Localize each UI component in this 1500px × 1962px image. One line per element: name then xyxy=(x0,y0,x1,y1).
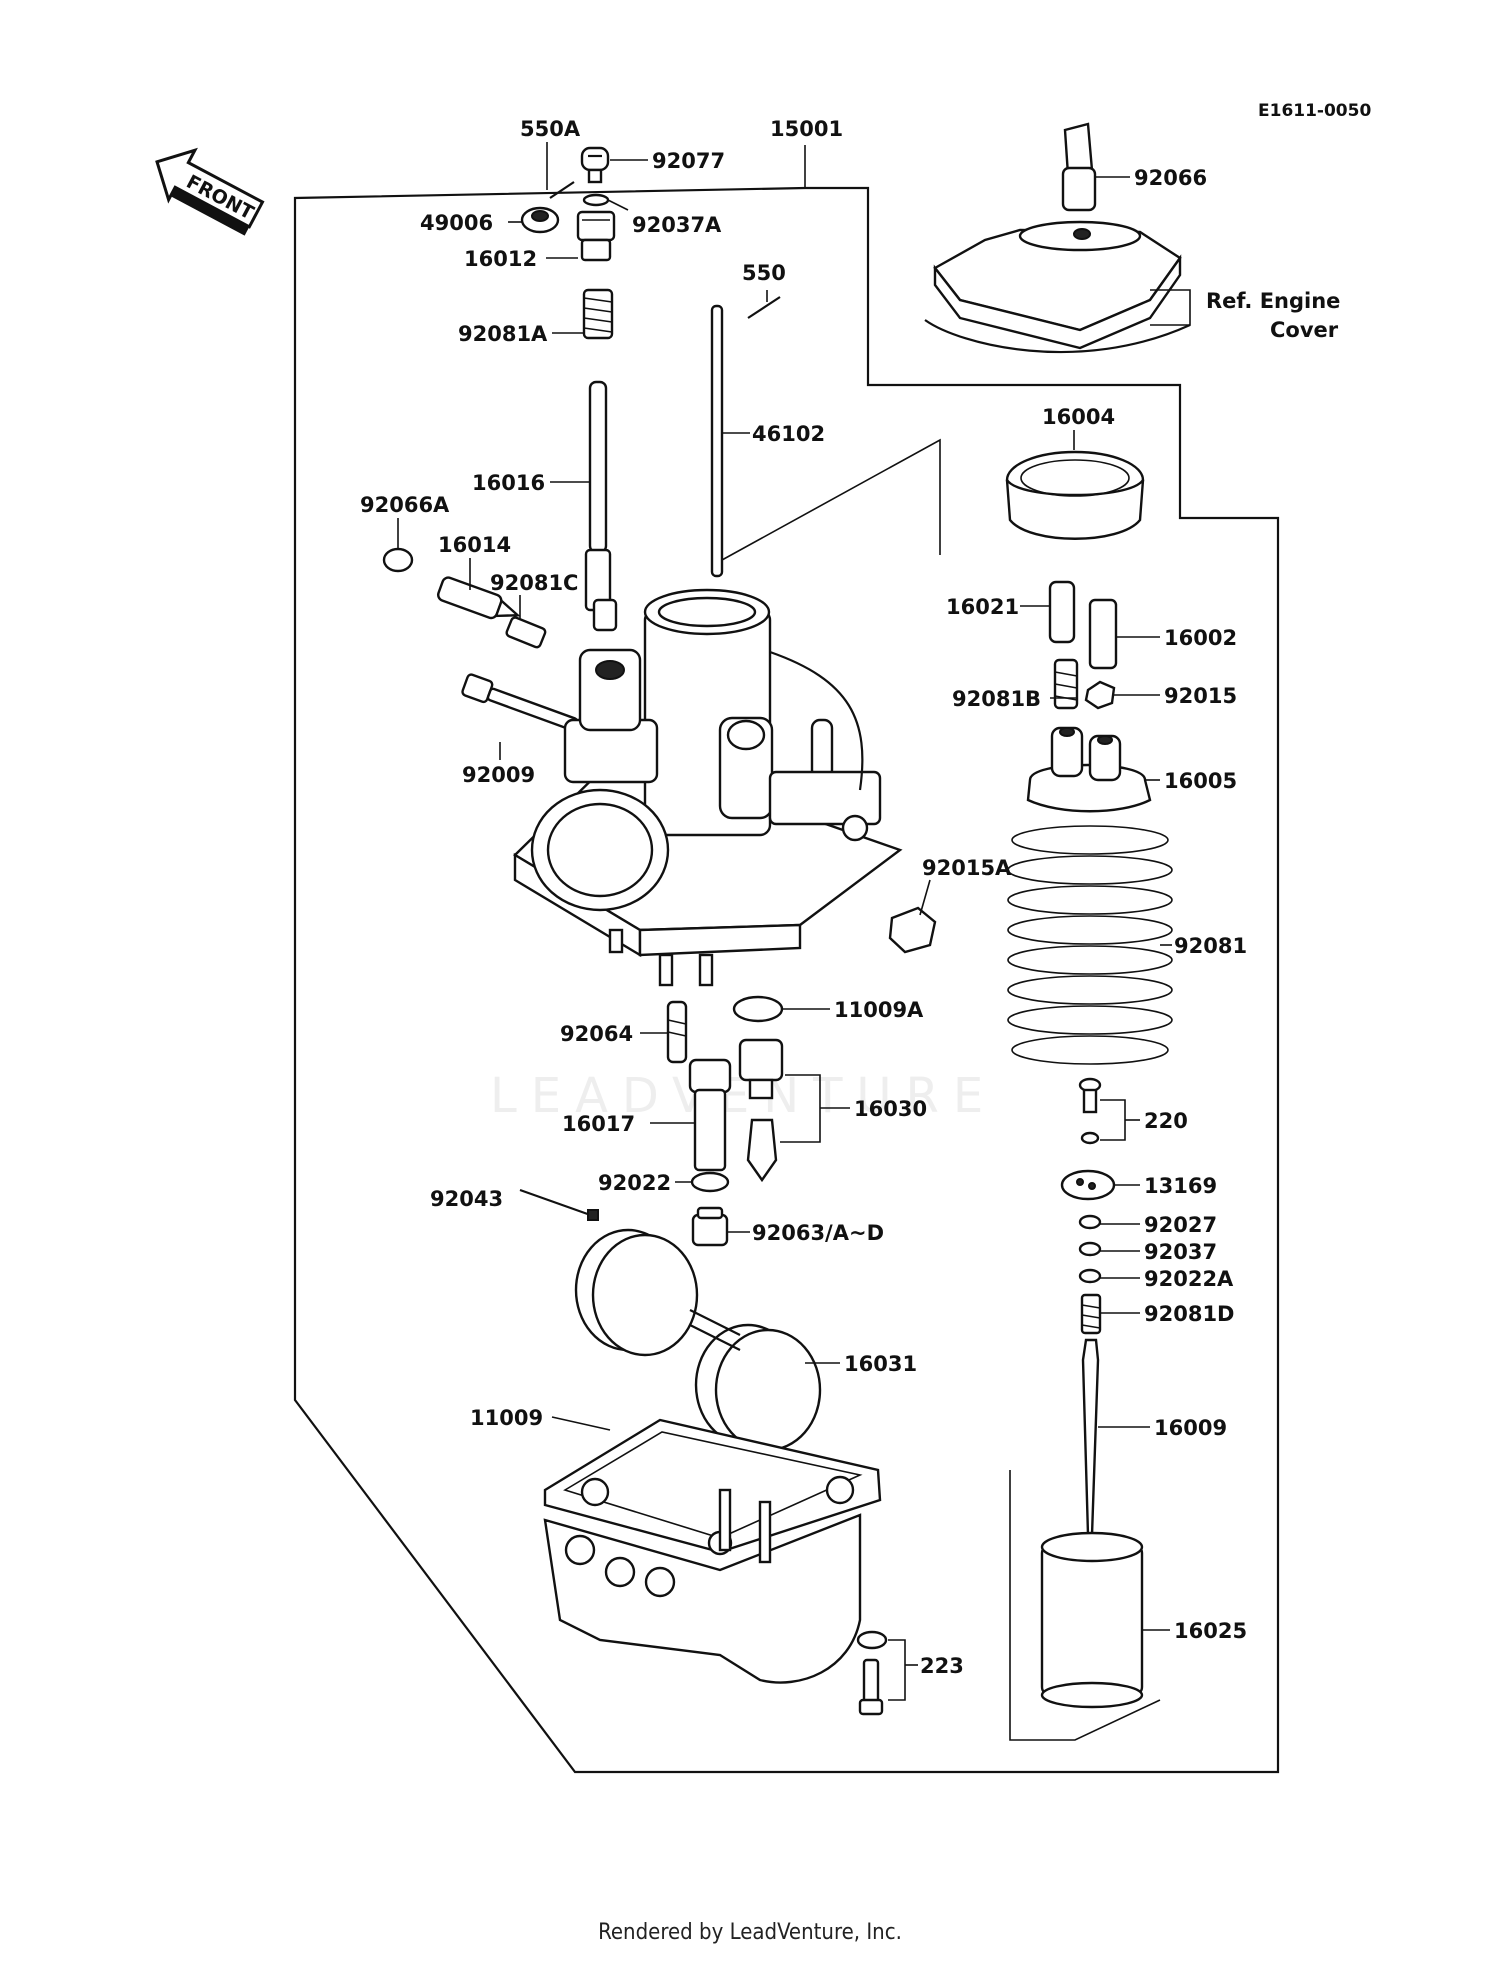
top-16005 xyxy=(1026,726,1152,813)
label-92064: 92064 xyxy=(560,1022,633,1046)
spring-92081 xyxy=(1007,825,1173,1065)
label-16021: 16021 xyxy=(946,595,1019,619)
label-92066A: 92066A xyxy=(360,493,450,517)
throttle-valve-16025 xyxy=(1040,1531,1144,1709)
main-jet-92063 xyxy=(691,1206,729,1247)
label-92081D: 92081D xyxy=(1144,1302,1235,1326)
label-16031: 16031 xyxy=(844,1352,917,1376)
washer-92027 xyxy=(1078,1214,1102,1230)
label-92063: 92063/A~D xyxy=(752,1221,884,1245)
label-92022A: 92022A xyxy=(1144,1267,1234,1291)
footer-credit: Rendered by LeadVenture, Inc. xyxy=(598,1920,902,1945)
o-ring-11009A xyxy=(732,995,784,1023)
ref-line-2: Cover xyxy=(1270,318,1339,342)
screw-16014 xyxy=(436,576,521,620)
pin-550A xyxy=(549,181,575,199)
cap-92066 xyxy=(1061,122,1097,212)
screw-92077 xyxy=(580,146,610,184)
spring-92081D xyxy=(1080,1293,1102,1335)
label-13169: 13169 xyxy=(1144,1174,1217,1198)
label-11009A: 11009A xyxy=(834,998,924,1022)
washer-92037 xyxy=(1078,1241,1102,1257)
label-92027: 92027 xyxy=(1144,1213,1217,1237)
engine-cover xyxy=(924,220,1191,354)
carburetor-body xyxy=(513,588,903,987)
screw-92009 xyxy=(461,673,579,732)
label-92077: 92077 xyxy=(652,149,725,173)
floats-16031 xyxy=(574,1228,822,1452)
ref-line-1: Ref. Engine xyxy=(1206,289,1340,313)
label-49006: 49006 xyxy=(420,211,493,235)
cap-92066A xyxy=(382,547,414,573)
plate-13169 xyxy=(1060,1169,1116,1201)
washer-92037A xyxy=(582,193,610,207)
label-92015: 92015 xyxy=(1164,684,1237,708)
label-16016: 16016 xyxy=(472,471,545,495)
cap-16004 xyxy=(1005,450,1145,540)
label-16009: 16009 xyxy=(1154,1416,1227,1440)
spring-92081A xyxy=(582,288,614,340)
jet-needle-16009 xyxy=(1081,1338,1100,1537)
adjuster-16002 xyxy=(1088,598,1118,670)
label-550A: 550A xyxy=(520,117,581,141)
label-220: 220 xyxy=(1144,1109,1188,1133)
label-550: 550 xyxy=(742,261,786,285)
label-92066: 92066 xyxy=(1134,166,1207,190)
label-92043: 92043 xyxy=(430,1187,503,1211)
label-15001: 15001 xyxy=(770,117,843,141)
washer-92022 xyxy=(690,1171,730,1193)
diagram-code: E1611-0050 xyxy=(1258,101,1371,121)
cap-49006 xyxy=(520,206,560,234)
label-16030: 16030 xyxy=(854,1097,927,1121)
nut-16012 xyxy=(576,210,616,262)
leader-lines xyxy=(397,142,1172,1701)
label-92081: 92081 xyxy=(1174,934,1247,958)
screw-220 xyxy=(1078,1077,1102,1145)
spring-92081B xyxy=(1053,658,1079,710)
label-16014: 16014 xyxy=(438,533,511,557)
needle-jet-16017 xyxy=(688,1058,732,1172)
nut-92015 xyxy=(1084,680,1116,710)
screw-set-223 xyxy=(856,1630,888,1716)
label-92081B: 92081B xyxy=(952,687,1041,711)
label-92037: 92037 xyxy=(1144,1240,1217,1264)
label-16012: 16012 xyxy=(464,247,537,271)
float-valve-16030 xyxy=(738,1038,784,1183)
label-11009: 11009 xyxy=(470,1406,543,1430)
label-92081A: 92081A xyxy=(458,322,548,346)
screw-16021 xyxy=(1048,580,1076,644)
watermark: LEADVENTURE xyxy=(490,1068,997,1124)
front-arrow-icon: FRONT xyxy=(155,147,265,236)
label-92037A: 92037A xyxy=(632,213,722,237)
label-92009: 92009 xyxy=(462,763,535,787)
assembly-outline xyxy=(293,186,1280,1774)
pin-92043 xyxy=(519,1188,599,1221)
needle-16016 xyxy=(584,380,618,632)
valve-guide-lines xyxy=(1009,1470,1161,1741)
washer-92022A xyxy=(1078,1268,1102,1284)
pin-550 xyxy=(747,296,781,319)
jet-92064 xyxy=(666,1000,688,1064)
label-92015A: 92015A xyxy=(922,856,1012,880)
label-46102: 46102 xyxy=(752,422,825,446)
rod-guide-lines xyxy=(721,438,941,561)
rod-46102 xyxy=(710,304,724,578)
spring-92081C xyxy=(505,616,547,649)
float-bowl-11009 xyxy=(543,1418,882,1684)
label-16002: 16002 xyxy=(1164,626,1237,650)
label-16005: 16005 xyxy=(1164,769,1237,793)
label-223: 223 xyxy=(920,1654,964,1678)
label-16025: 16025 xyxy=(1174,1619,1247,1643)
label-92022: 92022 xyxy=(598,1171,671,1195)
ref-bracket xyxy=(1150,289,1191,326)
label-16017: 16017 xyxy=(562,1112,635,1136)
nut-92015A xyxy=(888,906,937,954)
label-92081C: 92081C xyxy=(490,571,578,595)
label-16004: 16004 xyxy=(1042,405,1115,429)
